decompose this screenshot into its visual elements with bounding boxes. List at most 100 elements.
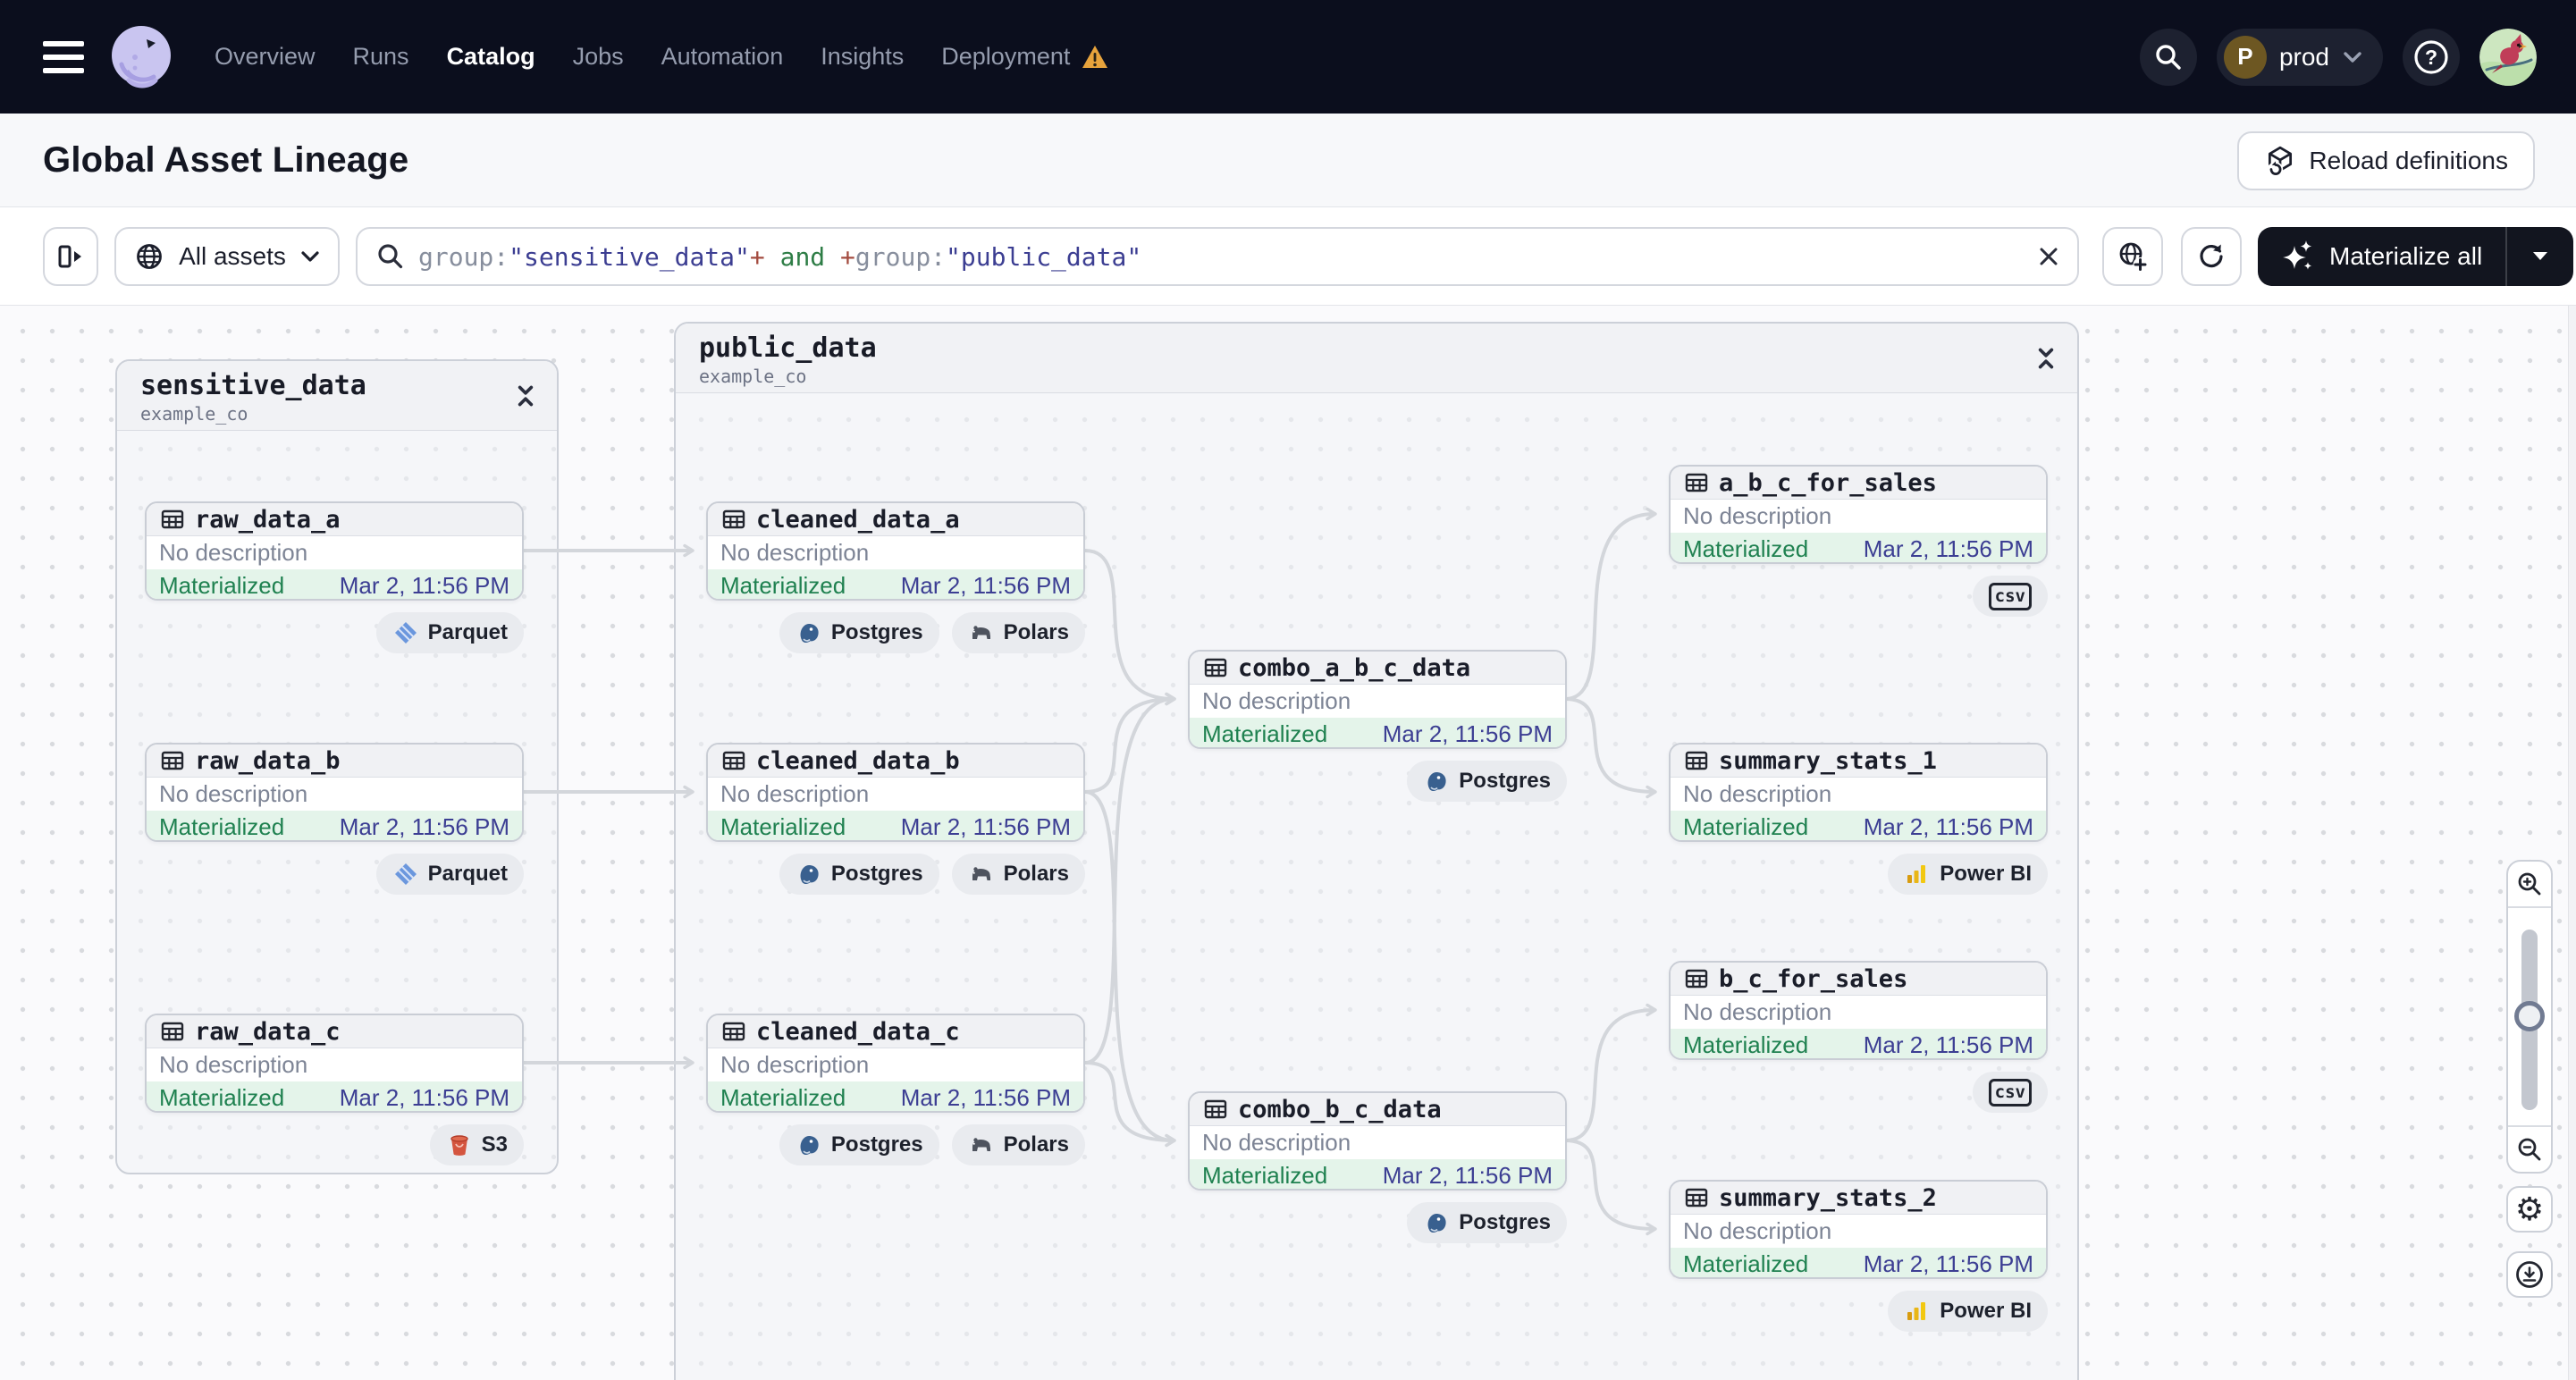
refresh-button[interactable]: [2181, 227, 2242, 286]
nav-item-jobs[interactable]: Jobs: [572, 43, 624, 70]
collapse-group-icon[interactable]: [2031, 343, 2061, 374]
nav-links: Overview Runs Catalog Jobs Automation In…: [215, 43, 1109, 71]
asset-node-header: cleaned_data_c: [708, 1015, 1083, 1048]
csv-icon: csv: [1988, 582, 2032, 610]
vertical-scrollbar[interactable]: [2568, 306, 2576, 1380]
user-avatar[interactable]: [2479, 28, 2537, 86]
status-timestamp: Mar 2, 11:56 PM: [1382, 1162, 1553, 1189]
asset-description: No description: [159, 539, 308, 566]
status-timestamp: Mar 2, 11:56 PM: [900, 1084, 1071, 1111]
query-segment: +: [840, 241, 855, 272]
graph-settings-button[interactable]: ⚙: [2506, 1186, 2553, 1233]
zoom-panel: [2506, 860, 2553, 1174]
materialize-label: Materialize all: [2329, 242, 2483, 270]
group-header[interactable]: public_data example_co: [676, 324, 2077, 393]
warning-icon: [1082, 46, 1108, 68]
asset-name: combo_b_c_data: [1238, 1095, 1442, 1123]
materialize-all-button[interactable]: Materialize all: [2258, 227, 2505, 286]
asset-query-input[interactable]: group:"sensitive_data"+ and +group:"publ…: [356, 227, 2079, 286]
download-image-button[interactable]: [2506, 1251, 2553, 1298]
postgres-icon: [796, 619, 822, 646]
query-segment: and: [764, 241, 841, 272]
nav-item-insights[interactable]: Insights: [821, 43, 905, 70]
zoom-out-button[interactable]: [2508, 1125, 2551, 1172]
status-timestamp: Mar 2, 11:56 PM: [339, 813, 509, 840]
status-timestamp: Mar 2, 11:56 PM: [1382, 720, 1553, 747]
menu-icon[interactable]: [43, 40, 84, 73]
scope-label: All assets: [179, 242, 286, 270]
dagster-logo[interactable]: [105, 21, 177, 93]
expand-panel-icon: [58, 245, 81, 268]
zoom-in-button[interactable]: [2508, 862, 2551, 908]
nav-item-deployment[interactable]: Deployment: [941, 43, 1071, 70]
view-scope-button[interactable]: [2102, 227, 2163, 286]
deployment-switcher[interactable]: P prod: [2216, 28, 2383, 86]
tag-label: Postgres: [830, 862, 923, 886]
nav-item-automation[interactable]: Automation: [661, 43, 784, 70]
sparkle-icon: [2283, 240, 2312, 270]
asset-scope-selector[interactable]: All assets: [114, 227, 340, 286]
asset-name: cleaned_data_c: [756, 1017, 960, 1046]
asset-node-header: a_b_c_for_sales: [1671, 467, 2046, 500]
status-label: Materialized: [720, 1084, 846, 1111]
nav-item-catalog[interactable]: Catalog: [446, 43, 535, 70]
asset-node-header: summary_stats_2: [1671, 1182, 2046, 1215]
status-timestamp: Mar 2, 11:56 PM: [900, 813, 1071, 840]
status-label: Materialized: [1202, 1162, 1328, 1189]
group-header[interactable]: sensitive_data example_co: [117, 361, 557, 431]
asset-node-header: raw_data_b: [147, 745, 522, 778]
asset-tags: Power BI: [1669, 854, 2048, 895]
asset-tags: Parquet: [145, 612, 524, 653]
query-text: group:"sensitive_data"+ and +group:"publ…: [418, 242, 1141, 272]
table-icon: [1202, 1096, 1229, 1123]
nav-item-runs[interactable]: Runs: [352, 43, 409, 70]
tag-label: Postgres: [1459, 1210, 1551, 1234]
status-label: Materialized: [1683, 535, 1809, 562]
zoom-out-icon: [2518, 1138, 2541, 1161]
expand-panel-button[interactable]: [43, 227, 98, 286]
asset-description: No description: [1683, 780, 1832, 807]
asset-description: No description: [720, 780, 870, 807]
zoom-slider-thumb[interactable]: [2514, 1001, 2545, 1031]
group-repo: example_co: [699, 366, 807, 387]
polars-icon: [968, 1132, 995, 1158]
status-label: Materialized: [720, 572, 846, 599]
nav-item-overview[interactable]: Overview: [215, 43, 316, 70]
asset-node-header: summary_stats_1: [1671, 745, 2046, 778]
asset-description: No description: [159, 780, 308, 807]
materialize-options-button[interactable]: [2505, 227, 2573, 286]
close-icon: [2040, 248, 2058, 265]
status-label: Materialized: [1683, 1250, 1809, 1277]
asset-name: cleaned_data_b: [756, 746, 960, 775]
tag-parquet: Parquet: [375, 612, 524, 653]
zoom-in-icon: [2518, 872, 2541, 896]
tag-powerbi: Power BI: [1888, 1291, 2048, 1332]
table-icon: [1683, 1184, 1710, 1211]
help-button[interactable]: ?: [2403, 28, 2460, 86]
reload-definitions-button[interactable]: Reload definitions: [2237, 131, 2535, 190]
powerbi-icon: [1904, 1298, 1931, 1325]
lineage-canvas[interactable]: sensitive_data example_co public_data ex…: [0, 306, 2576, 1380]
tag-postgres: Postgres: [1407, 1202, 1567, 1243]
asset-tags: S3: [145, 1124, 524, 1165]
clear-query-button[interactable]: [2029, 237, 2068, 276]
query-segment: "sensitive_data": [509, 241, 750, 272]
search-button[interactable]: [2139, 28, 2197, 86]
status-label: Materialized: [1683, 813, 1809, 840]
collapse-group-icon[interactable]: [510, 381, 541, 411]
tag-label: Polars: [1003, 862, 1069, 886]
